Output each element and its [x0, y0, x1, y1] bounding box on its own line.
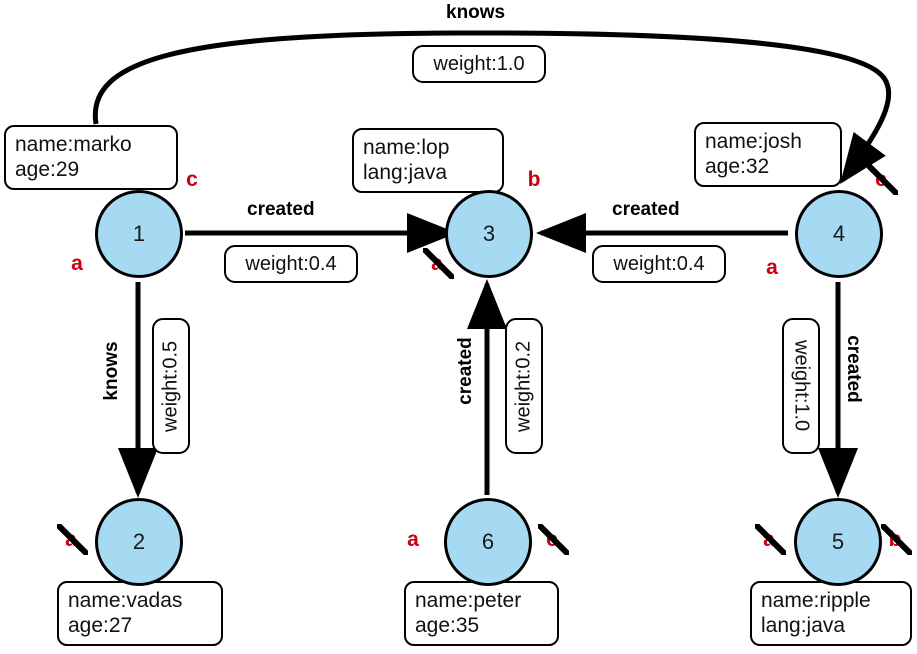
- property-line: lang:java: [761, 614, 846, 637]
- property-box-vertex-5[interactable]: name:ripple lang:java: [750, 581, 912, 646]
- weight-box-created-6-3[interactable]: weight:0.2: [505, 318, 543, 454]
- vertex-label: 4: [832, 221, 846, 246]
- edge-label-created-6-3: created: [455, 337, 476, 405]
- marker-vertex-4-c: c: [867, 164, 898, 195]
- marker-vertex-5-a: a: [755, 524, 786, 555]
- vertex-6[interactable]: 6: [444, 498, 532, 586]
- vertex-label: 6: [481, 529, 495, 554]
- property-box-vertex-1[interactable]: name:marko age:29: [4, 125, 178, 190]
- marker-vertex-5-b: b: [881, 524, 912, 555]
- vertex-2[interactable]: 2: [95, 498, 183, 586]
- property-box-vertex-3[interactable]: name:lop lang:java: [352, 128, 504, 193]
- weight-box-created-4-3[interactable]: weight:0.4: [592, 245, 726, 283]
- marker-vertex-4-a: a: [766, 256, 778, 279]
- property-box-vertex-2[interactable]: name:vadas age:27: [57, 581, 223, 646]
- vertex-1[interactable]: 1: [95, 190, 183, 278]
- vertex-4[interactable]: 4: [795, 190, 883, 278]
- marker-vertex-6-c: c: [538, 524, 569, 555]
- vertex-label: 2: [132, 529, 146, 554]
- vertex-3[interactable]: 3: [445, 190, 533, 278]
- property-line: lang:java: [363, 161, 448, 184]
- weight-box-knows-1-4[interactable]: weight:1.0: [412, 45, 546, 83]
- property-line: name:ripple: [761, 589, 871, 612]
- property-line: name:josh: [705, 130, 802, 153]
- weight-box-created-1-3[interactable]: weight:0.4: [224, 245, 358, 283]
- edge-label-knows-1-4: knows: [446, 2, 506, 23]
- marker-vertex-6-a: a: [407, 528, 419, 551]
- property-box-vertex-4[interactable]: name:josh age:32: [694, 122, 842, 187]
- marker-vertex-1-c: c: [186, 168, 198, 191]
- property-line: name:lop: [363, 136, 450, 159]
- vertex-label: 5: [831, 529, 845, 554]
- edge-label-created-1-3: created: [247, 199, 315, 220]
- edge-label-knows-1-2: knows: [101, 341, 122, 401]
- edge-label-created-4-5: created: [843, 335, 864, 403]
- property-line: age:35: [415, 614, 480, 637]
- marker-vertex-3-a: a: [423, 248, 454, 279]
- weight-box-knows-1-2[interactable]: weight:0.5: [152, 318, 190, 454]
- vertex-5[interactable]: 5: [794, 498, 882, 586]
- vertex-label: 1: [132, 221, 146, 246]
- property-line: name:vadas: [68, 589, 183, 612]
- marker-vertex-1-a: a: [71, 252, 83, 275]
- weight-box-created-4-5[interactable]: weight:1.0: [782, 318, 820, 454]
- property-line: name:marko: [15, 133, 132, 156]
- property-box-vertex-6[interactable]: name:peter age:35: [404, 581, 559, 646]
- property-line: name:peter: [415, 589, 522, 612]
- vertex-label: 3: [482, 221, 496, 246]
- property-line: age:29: [15, 158, 80, 181]
- marker-vertex-2-a: a: [57, 524, 88, 555]
- property-line: age:32: [705, 155, 770, 178]
- marker-vertex-3-b: b: [527, 168, 541, 191]
- property-line: age:27: [68, 614, 133, 637]
- edge-label-created-4-3: created: [612, 199, 680, 220]
